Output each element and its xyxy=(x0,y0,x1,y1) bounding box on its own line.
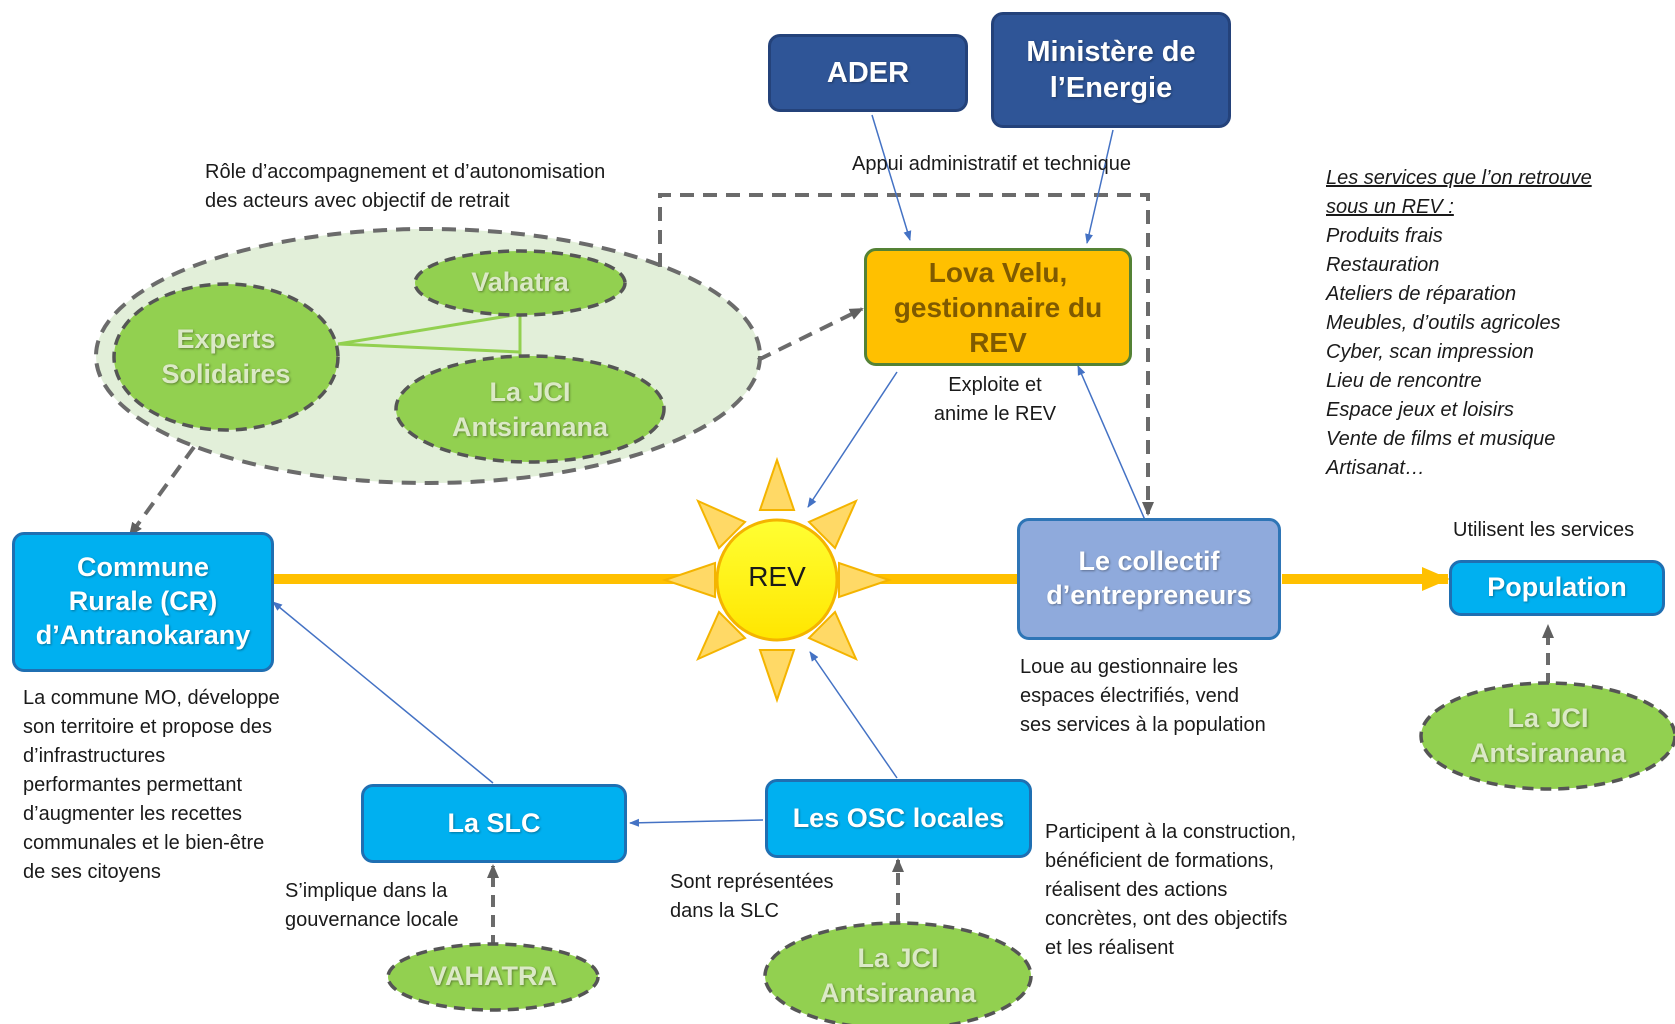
representees-text: Sont représentées dans la SLC xyxy=(670,871,834,922)
services-title: Les services que l’on retrouve sous un R… xyxy=(1326,167,1592,218)
group-to-lova-arrow xyxy=(757,307,864,362)
rev-label: REV xyxy=(748,561,806,592)
role-text: Rôle d’accompagnement et d’autonomisatio… xyxy=(205,161,606,212)
sun-ray-n xyxy=(758,456,796,511)
service-item: Restauration xyxy=(1326,254,1440,276)
jci-right-oval xyxy=(1419,681,1675,791)
service-item: Cyber, scan impression xyxy=(1326,341,1534,363)
commune-box[interactable]: Commune Rurale (CR) d’Antranokarany xyxy=(12,532,274,672)
service-item: Ateliers de réparation xyxy=(1326,283,1517,305)
jci-group-label: La JCI Antsiranana xyxy=(451,376,609,442)
service-item: Lieu de rencontre xyxy=(1326,370,1482,392)
group-to-commune-arrow xyxy=(128,445,196,537)
sun-ray-sw xyxy=(696,610,747,661)
vahatra-top-label: Vahatra xyxy=(471,267,569,298)
osc-box[interactable]: Les OSC locales xyxy=(765,779,1032,858)
lova-to-rev-arrow xyxy=(807,371,898,508)
jci-bottom-label: La JCI Antsiranana xyxy=(819,942,977,1008)
appui-text: Appui administratif et technique xyxy=(852,153,1132,175)
service-item: Produits frais xyxy=(1326,225,1443,247)
collectif-to-lova-arrow xyxy=(1077,365,1146,521)
service-item: Artisanat… xyxy=(1326,457,1425,479)
vahatra-oval xyxy=(413,249,627,317)
ader-to-lova-arrow xyxy=(871,114,912,241)
vahatra-bottom-label: VAHATRA xyxy=(429,961,557,992)
slc-box[interactable]: La SLC xyxy=(361,784,627,863)
utilisent-text: Utilisent les services xyxy=(1453,519,1635,541)
population-label: Population xyxy=(1487,572,1627,603)
jci-bottom-oval xyxy=(763,921,1033,1024)
ministere-label: Ministère de l’Energie xyxy=(1026,35,1196,104)
collectif-label: Le collectif d’entrepreneurs xyxy=(1046,546,1252,610)
ministere-box[interactable]: Ministère de l’Energie xyxy=(991,12,1231,128)
service-item: Vente de films et musique xyxy=(1326,428,1556,450)
vahatra-bottom-oval xyxy=(386,942,600,1012)
jci-group-oval xyxy=(394,354,666,464)
sun-ray-nw xyxy=(696,499,747,550)
ministere-to-lova-arrow xyxy=(1085,129,1114,244)
osc-label: Les OSC locales xyxy=(792,802,1005,833)
jci-right-label: La JCI Antsiranana xyxy=(1469,702,1627,768)
experts-label: Experts Solidaires xyxy=(161,323,291,389)
service-item: Meubles, d’outils agricoles xyxy=(1326,312,1561,334)
group-to-collectif-connector xyxy=(658,193,1154,516)
services-list: Produits frais Restauration Ateliers de … xyxy=(1326,222,1671,483)
implique-text: S’implique dans la gouvernance locale xyxy=(285,880,459,931)
participent-text: Participent à la construction, bénéficie… xyxy=(1045,821,1297,959)
osc-to-slc-arrow xyxy=(629,818,764,827)
sun-ray-e xyxy=(838,561,893,599)
slc-to-commune-arrow xyxy=(272,601,494,784)
slc-label: La SLC xyxy=(447,807,541,838)
experts-vahatra-link xyxy=(337,312,521,346)
loue-text: Loue au gestionnaire les espaces électri… xyxy=(1020,656,1266,736)
commune-label: Commune Rurale (CR) d’Antranokarany xyxy=(35,552,251,650)
commune-description: La commune MO, développe son territoire … xyxy=(23,687,280,883)
sun-ray-w xyxy=(661,561,716,599)
service-item: Espace jeux et loisirs xyxy=(1326,399,1514,421)
population-box[interactable]: Population xyxy=(1449,560,1665,616)
osc-to-rev-arrow xyxy=(809,651,898,779)
sun-ray-se xyxy=(807,610,858,661)
ader-box[interactable]: ADER xyxy=(768,34,968,112)
sun-ray-s xyxy=(758,649,796,704)
ader-label: ADER xyxy=(826,56,910,89)
lova-velu-box[interactable]: Lova Velu, gestionnaire du REV xyxy=(864,248,1132,366)
lova-velu-label: Lova Velu, gestionnaire du REV xyxy=(893,256,1103,358)
services-panel: Les services que l’on retrouve sous un R… xyxy=(1326,164,1671,483)
experts-oval xyxy=(112,282,340,432)
experts-jci-link xyxy=(337,342,521,354)
sun-ray-ne xyxy=(807,499,858,550)
rev-sun xyxy=(661,456,893,704)
exploite-text: Exploite et anime le REV xyxy=(933,374,1057,425)
sun-disc xyxy=(715,518,839,642)
collectif-box[interactable]: Le collectif d’entrepreneurs xyxy=(1017,518,1281,640)
